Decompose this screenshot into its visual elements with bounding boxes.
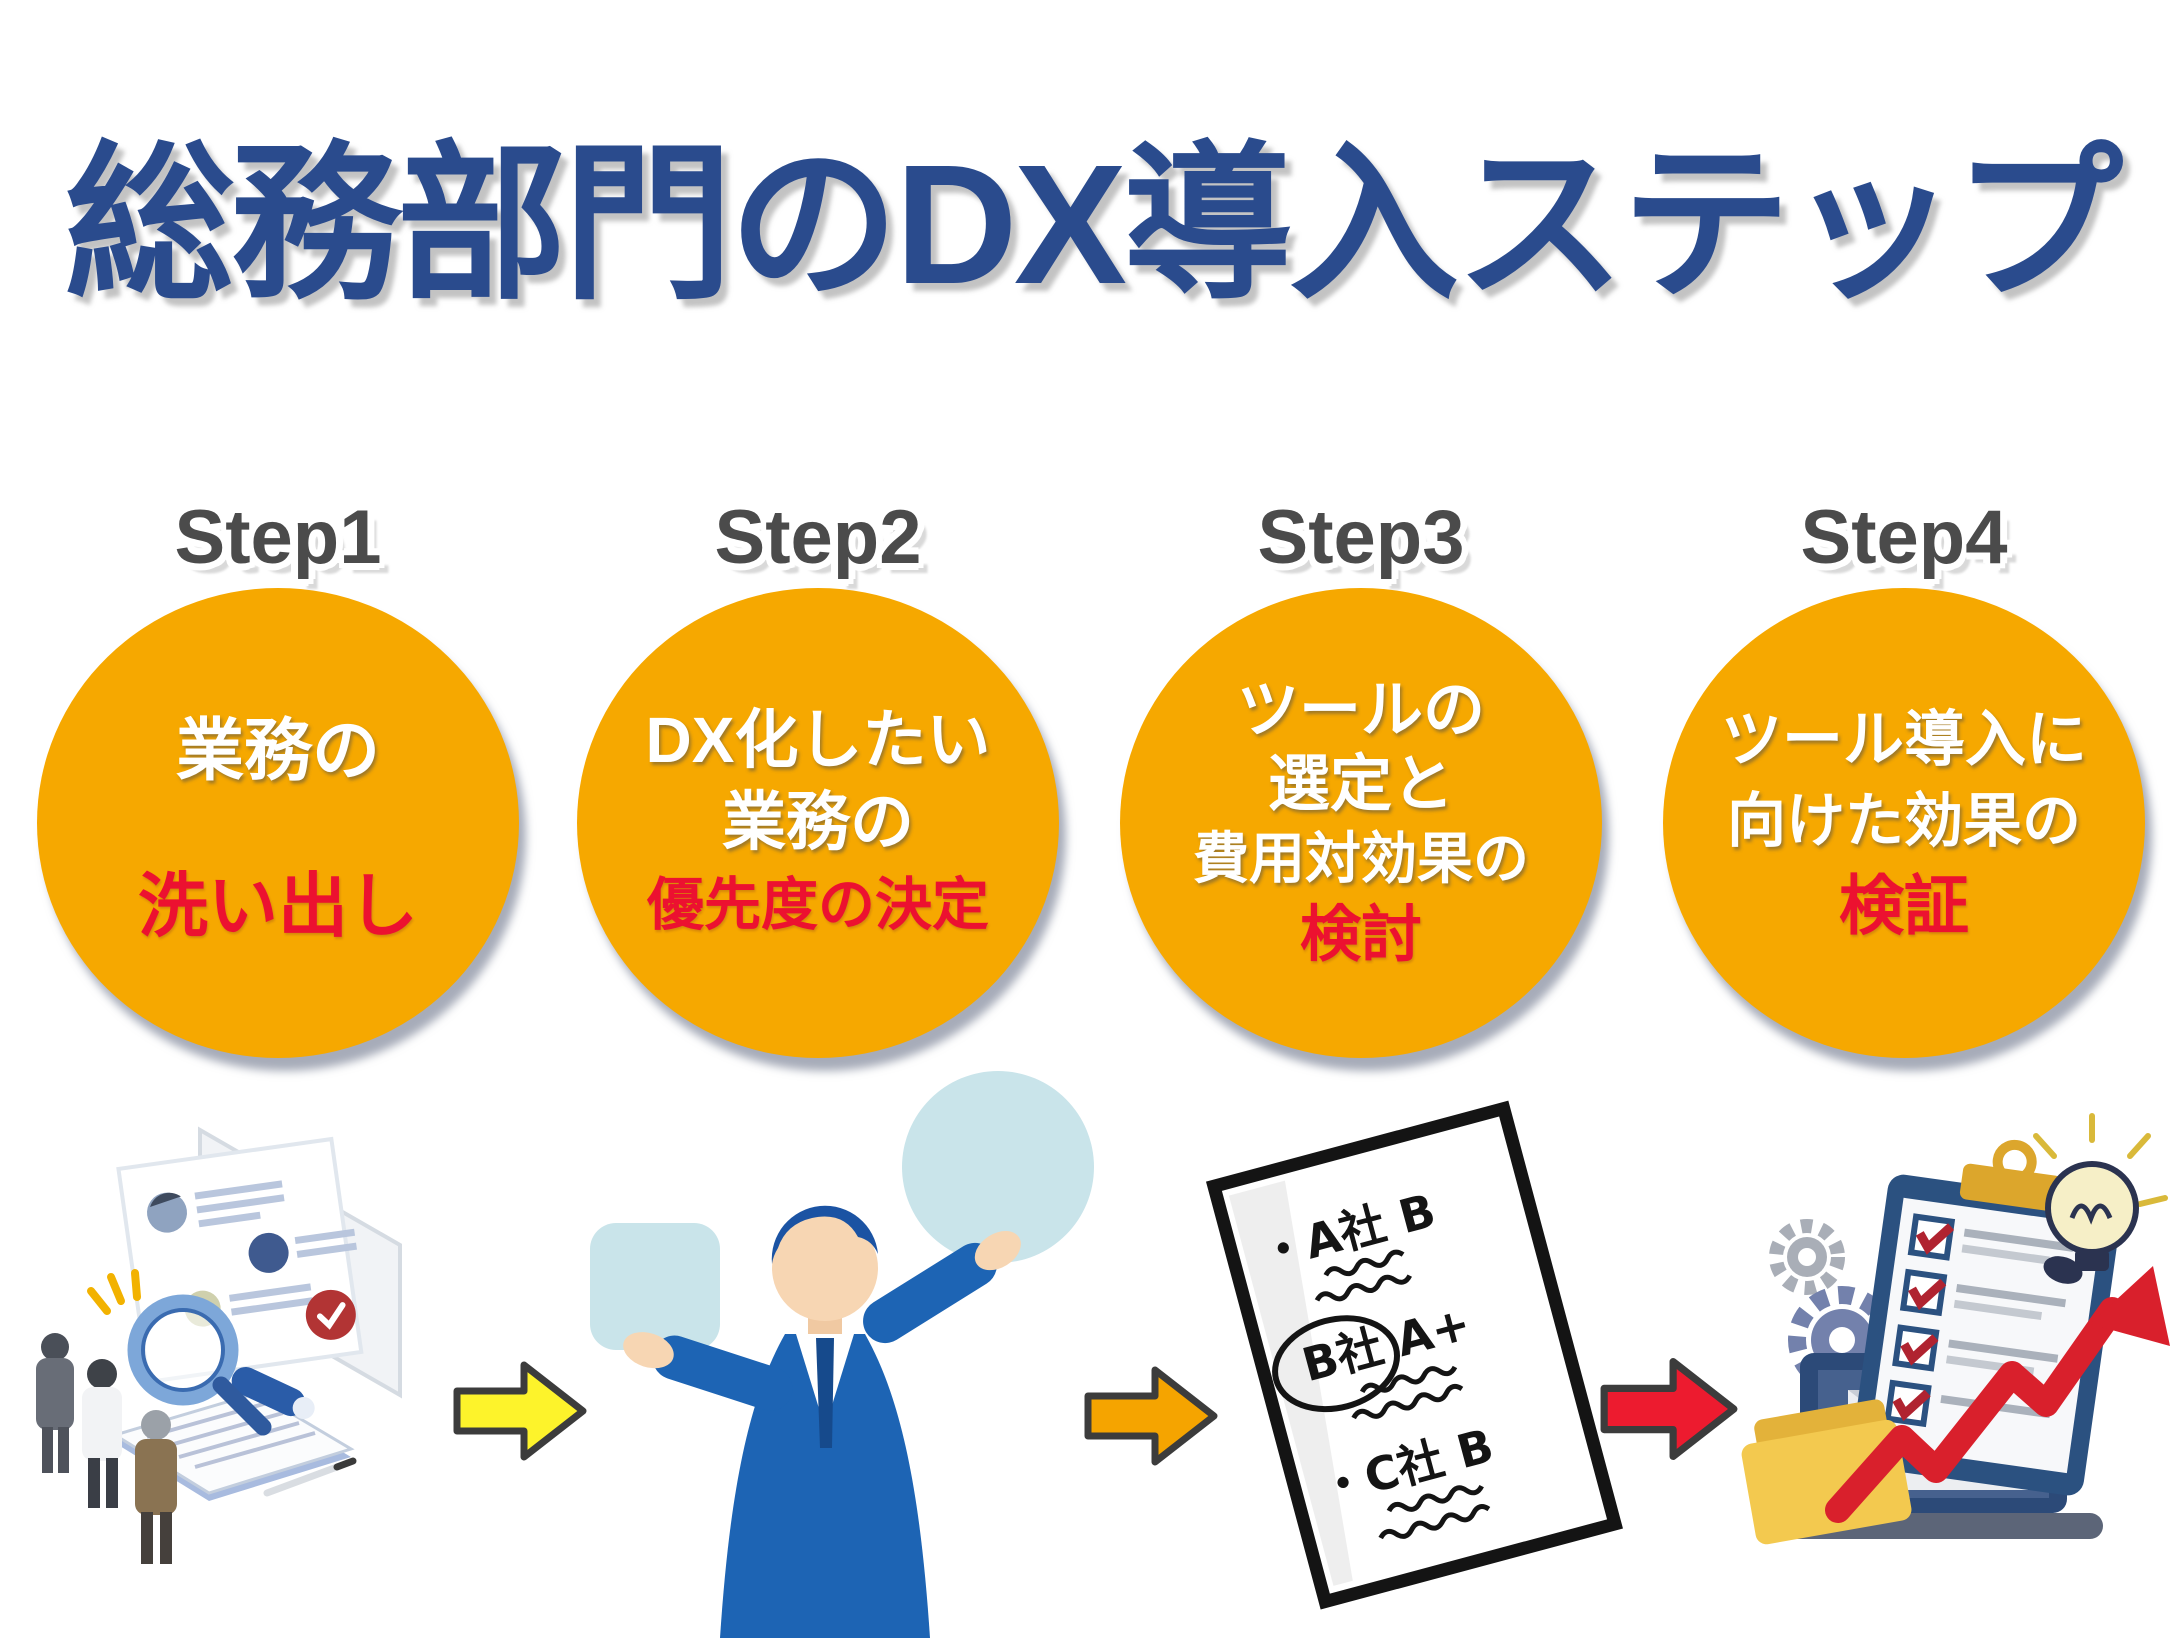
step2-line: DX化したい (645, 703, 991, 776)
evaluation-sheet-illustration: ・A社 B B社 A+ ・C社 B (1205, 1100, 1623, 1610)
step2-line-emphasis: 優先度の決定 (647, 872, 989, 937)
folder-icon (1741, 1399, 1912, 1545)
step2-line: 業務の (722, 785, 914, 858)
step1-line-emphasis: 洗い出し (138, 867, 418, 945)
step2-label: Step2 (714, 495, 922, 580)
emphasis-marks (87, 1269, 141, 1315)
prioritize-illustration (590, 1071, 1094, 1638)
step4-line: 向けた効果の (1726, 788, 2081, 854)
step3-line: 選定と (1267, 750, 1454, 820)
lightbulb-icon (2033, 1113, 2168, 1284)
page-title: 総務部門のDX導入ステップ (64, 130, 2123, 320)
step4-line-emphasis: 検証 (1838, 868, 1969, 942)
verification-illustration (1741, 1113, 2170, 1545)
arrow-step1-to-step2-icon (453, 1361, 587, 1461)
step3-line-emphasis: 検討 (1299, 899, 1422, 968)
step4-circle: ツール導入に 向けた効果の 検証 (1663, 588, 2145, 1058)
task-research-illustration (36, 1126, 402, 1564)
magnifying-glass-icon (127, 1294, 272, 1436)
businessman-figure (623, 1205, 1021, 1638)
step2-circle: DX化したい 業務の 優先度の決定 (577, 588, 1059, 1058)
step4-line: ツール導入に (1720, 704, 2087, 773)
pen-icon (263, 1457, 357, 1497)
marker-pen-icon (231, 1366, 315, 1419)
arrow-step3-to-step4-icon (1600, 1358, 1738, 1460)
arrow-step2-to-step3-icon (1084, 1366, 1218, 1466)
step1-circle: 業務の 洗い出し (37, 588, 519, 1058)
people-figures (36, 1333, 177, 1564)
step3-circle: ツールの 選定と 費用対効果の 検討 (1120, 588, 1602, 1058)
growth-arrow-icon (1825, 1266, 2170, 1523)
step3-label: Step3 (1257, 495, 1465, 580)
step4-label: Step4 (1800, 495, 2008, 580)
step3-line: 費用対効果の (1193, 826, 1529, 890)
checklist (1884, 1213, 2074, 1428)
step3-line: ツールの (1236, 676, 1485, 746)
step1-line: 業務の (175, 713, 380, 789)
balance-square-shape (590, 1223, 720, 1350)
step1-label: Step1 (174, 495, 382, 580)
balance-circle-shape (902, 1071, 1094, 1263)
